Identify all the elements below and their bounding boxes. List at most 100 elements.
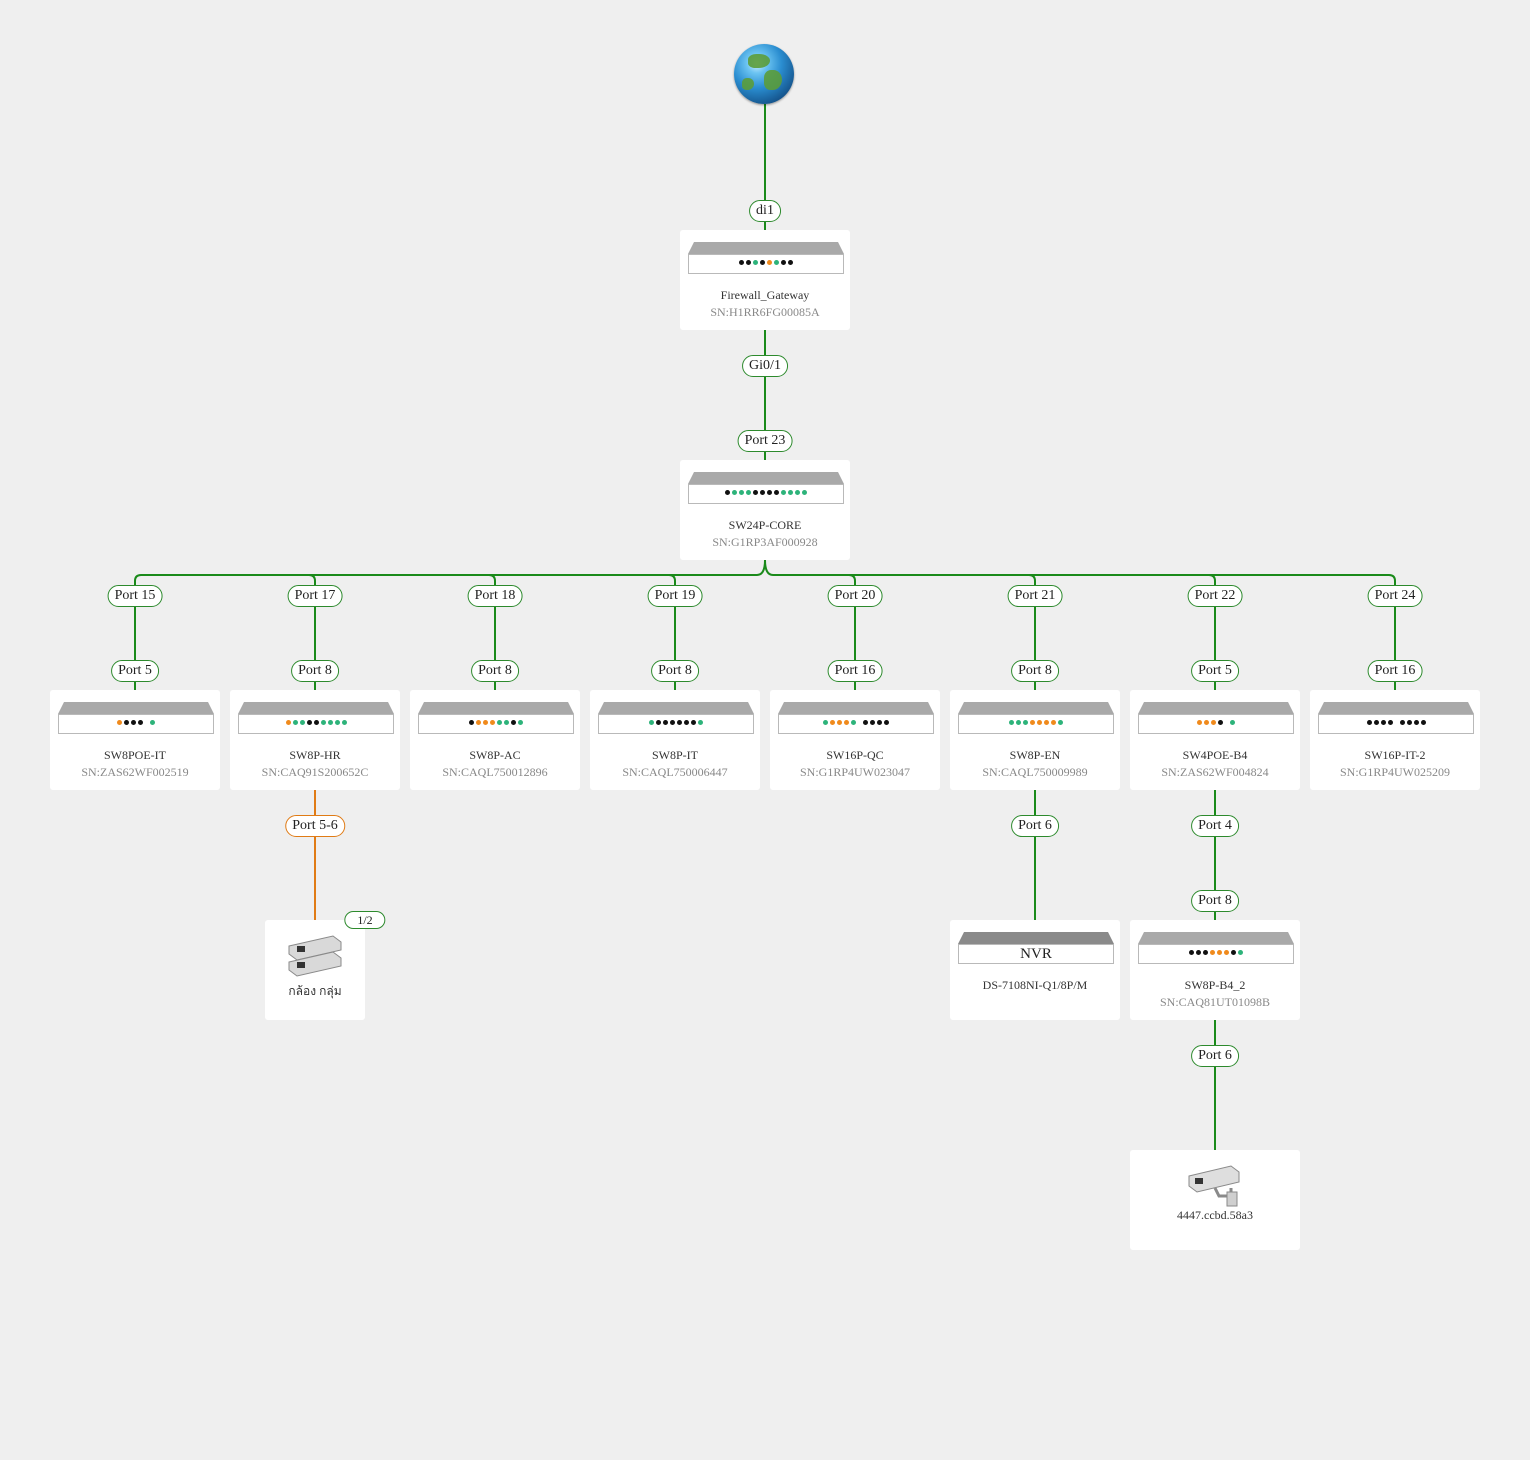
switch-device-icon (58, 702, 214, 736)
port-led (313, 720, 319, 725)
port-led (469, 720, 474, 725)
internet-globe-icon[interactable] (734, 44, 794, 104)
switch-node-sw16p-it-2[interactable]: SW16P-IT-2 SN:G1RP4UW025209 (1310, 690, 1480, 790)
link-label-branch-down: Port 5 (1191, 660, 1239, 682)
link-label-firewall-down: Gi0/1 (742, 355, 788, 377)
port-led (1218, 720, 1223, 725)
port-led (334, 720, 340, 725)
port-led (1406, 720, 1412, 725)
switch-device-icon (238, 702, 394, 736)
port-led (760, 490, 765, 495)
port-led (746, 260, 751, 265)
camera-group-label: กล้อง กลุ่ม (288, 984, 342, 998)
port-led (117, 720, 122, 725)
port-led (732, 490, 737, 495)
port-led (1051, 720, 1056, 725)
switch-node-sw8p-en[interactable]: SW8P-EN SN:CAQL750009989 (950, 690, 1120, 790)
device-name: SW8P-IT (652, 748, 698, 762)
port-led (511, 720, 516, 725)
port-led (1387, 720, 1393, 725)
camera-icon (1188, 1165, 1240, 1207)
device-name: Firewall_Gateway (720, 288, 810, 302)
device-serial: SN:CAQ91S200652C (261, 765, 369, 779)
port-led (774, 490, 779, 495)
switch-node-sw16p-qc[interactable]: SW16P-QC SN:G1RP4UW023047 (770, 690, 940, 790)
port-led (753, 490, 758, 495)
device-name: SW8P-B4_2 (1184, 978, 1246, 992)
camera-group-count-badge[interactable]: 1/2 (344, 911, 386, 929)
port-led (795, 490, 800, 495)
link-label-branch-down: Port 16 (1367, 660, 1423, 682)
port-led (299, 720, 305, 725)
link-label-branch-down: Port 8 (471, 660, 519, 682)
port-led (1203, 950, 1208, 955)
switch-node-sw8poe-it[interactable]: SW8POE-IT SN:ZAS62WF002519 (50, 690, 220, 790)
port-led (767, 260, 772, 265)
link-bus-right (764, 559, 1396, 582)
device-serial: SN:G1RP3AF000928 (712, 535, 818, 549)
link-bus-drop (1208, 574, 1216, 582)
port-led (131, 720, 136, 725)
port-led (863, 720, 868, 725)
port-led (877, 720, 882, 725)
device-serial: SN:CAQL750006447 (622, 765, 728, 779)
link-bus-drop (668, 574, 676, 582)
device-serial: SN:ZAS62WF004824 (1161, 765, 1269, 779)
port-led (663, 720, 668, 725)
switch-node-sw4poe-b4[interactable]: SW4POE-B4 SN:ZAS62WF004824 (1130, 690, 1300, 790)
switch-node-sw8p-hr[interactable]: SW8P-HR SN:CAQ91S200652C (230, 690, 400, 790)
device-name: SW4POE-B4 (1182, 748, 1248, 762)
camera-label: 4447.ccbd.58a3 (1177, 1208, 1253, 1222)
device-serial: SN:CAQL750009989 (982, 765, 1088, 779)
device-name: SW8POE-IT (104, 748, 166, 762)
link-label-branch-down: Port 8 (651, 660, 699, 682)
port-led (858, 720, 861, 725)
port-led (490, 720, 495, 725)
port-led (767, 490, 772, 495)
port-led (1023, 720, 1028, 725)
port-led (1420, 720, 1426, 725)
port-led (1030, 720, 1035, 725)
port-led (1009, 720, 1014, 725)
port-led (1196, 950, 1201, 955)
camera-group-node[interactable]: กล้อง กลุ่ม (265, 920, 365, 1020)
link-label-branch-up: Port 24 (1367, 585, 1423, 607)
camera-group-icon (288, 935, 342, 977)
port-led (292, 720, 298, 725)
switch-device-icon (688, 472, 844, 506)
nvr-node[interactable]: NVR DS-7108NI-Q1/8P/M (950, 920, 1120, 1020)
port-led (285, 720, 291, 725)
port-led (837, 720, 842, 725)
nvr-front-label: NVR (958, 944, 1114, 964)
link-label-branch-up: Port 17 (287, 585, 343, 607)
port-led (497, 720, 502, 725)
switch-node-sw8p-ac[interactable]: SW8P-AC SN:CAQL750012896 (410, 690, 580, 790)
port-led (1380, 720, 1386, 725)
device-serial: SN:CAQ81UT01098B (1159, 995, 1270, 1009)
port-led (145, 720, 148, 725)
firewall-node[interactable]: Firewall_Gateway SN:H1RR6FG00085A (680, 230, 850, 330)
link-label-hr-camera: Port 5-6 (285, 815, 345, 837)
switch-node-sw8p-it[interactable]: SW8P-IT SN:CAQL750006447 (590, 690, 760, 790)
port-led (1224, 950, 1229, 955)
switch-node-sw8p-b4-2[interactable]: SW8P-B4_2 SN:CAQ81UT01098B (1130, 920, 1300, 1020)
port-led (1211, 720, 1216, 725)
link-bus-drop (308, 574, 316, 582)
port-led (1373, 720, 1379, 725)
port-led (1204, 720, 1209, 725)
port-led (753, 260, 758, 265)
port-led (670, 720, 675, 725)
port-led (124, 720, 129, 725)
device-serial: SN:ZAS62WF002519 (81, 765, 189, 779)
port-led (1037, 720, 1042, 725)
switch-device-icon (598, 702, 754, 736)
core-switch-node[interactable]: SW24P-CORE SN:G1RP3AF000928 (680, 460, 850, 560)
link-label-branch-up: Port 21 (1007, 585, 1063, 607)
port-led (1231, 950, 1236, 955)
port-led (760, 260, 765, 265)
port-led (823, 720, 828, 725)
link-label-b4-2-up: Port 8 (1191, 890, 1239, 912)
link-label-branch-up: Port 19 (647, 585, 703, 607)
camera-node[interactable]: 4447.ccbd.58a3 (1130, 1150, 1300, 1250)
device-name: SW8P-AC (469, 748, 521, 762)
